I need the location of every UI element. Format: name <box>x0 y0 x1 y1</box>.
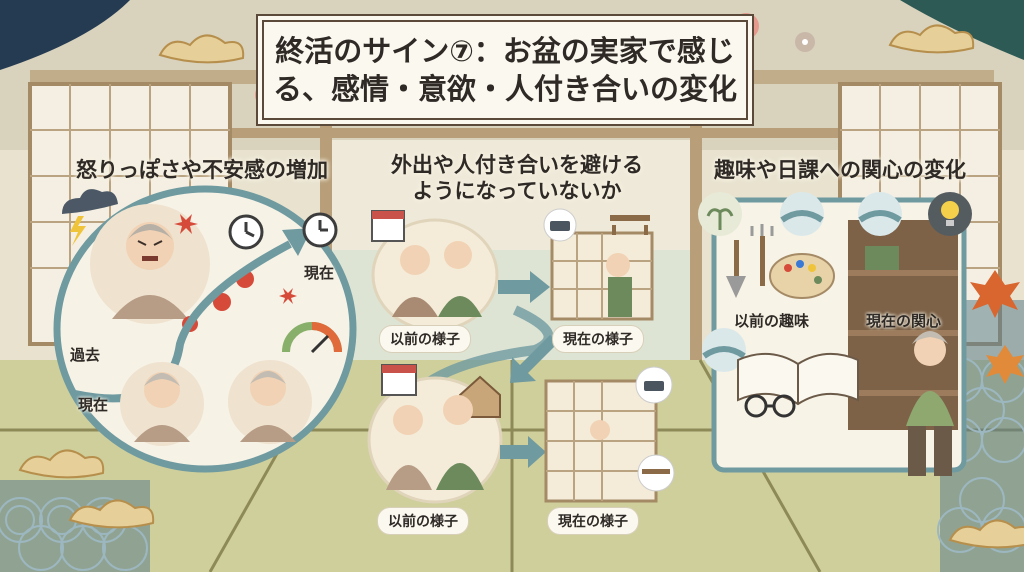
middle-label-now-top: 現在の様子 <box>553 326 643 352</box>
middle-panel-scenes <box>367 208 675 504</box>
angry-elder-illustration <box>90 204 210 324</box>
river-icon <box>858 192 902 236</box>
bench-icon <box>637 454 675 492</box>
lightbulb-icon <box>928 192 972 236</box>
middle-label-now-bottom: 現在の様子 <box>548 508 638 534</box>
title-line-1: 終活のサイン⑦：お盆の実家で感じ <box>275 34 735 68</box>
calendar-icon <box>371 210 405 242</box>
wilted-plant-icon <box>698 192 742 236</box>
corner-dark-left <box>0 0 130 70</box>
worried-elder-illustration <box>120 360 312 446</box>
right-panel-scene <box>698 192 972 476</box>
middle-heading-line-2: ようになっていないか <box>412 179 622 203</box>
left-label-now-top: 現在 <box>304 264 335 282</box>
open-book-icon <box>737 352 859 406</box>
clock-icon <box>302 212 338 248</box>
middle-label-before-bottom: 以前の様子 <box>378 508 468 534</box>
before-scene-top <box>371 218 499 332</box>
river-icon <box>702 328 746 372</box>
now-scene-top <box>550 231 654 321</box>
arrow-right-top <box>498 271 550 303</box>
river-icon <box>780 192 824 236</box>
right-label-current-interest: 現在の関心 <box>866 312 942 330</box>
middle-label-before-top: 以前の様子 <box>380 326 470 352</box>
paint-palette-icon <box>769 253 835 299</box>
arrow-diagonal <box>510 335 558 383</box>
glasses-icon <box>744 394 796 418</box>
gauge-icon <box>282 322 342 354</box>
right-label-past-hobby: 以前の趣味 <box>734 312 810 330</box>
garden-tools-icon <box>726 224 774 298</box>
title-line-2: る、感情・意欲・人付き合いの変化 <box>272 72 737 106</box>
storm-cloud-icon <box>62 189 118 246</box>
bench-icon <box>610 215 650 235</box>
middle-panel-heading: 外出や人付き合いを避ける ようになっていないか <box>372 152 662 204</box>
title-box: 終活のサイン⑦：お盆の実家で感じ る、感情・意欲・人付き合いの変化 <box>262 20 748 120</box>
right-panel-heading: 趣味や日課への関心の変化 <box>714 158 966 182</box>
left-label-now-bottom: 現在 <box>78 396 109 414</box>
before-scene-bottom <box>367 375 503 504</box>
cloud-decoration <box>18 24 1024 549</box>
maple-leaf-decoration <box>970 270 1024 384</box>
now-scene-bottom <box>544 379 658 503</box>
telephone-icon <box>635 366 673 404</box>
seated-elder-illustration <box>906 331 954 476</box>
stopwatch-icon <box>228 214 264 250</box>
left-label-past: 過去 <box>70 346 101 364</box>
calendar-icon <box>381 364 417 396</box>
arrow-right-bottom <box>500 436 546 468</box>
corner-dark-right <box>900 0 1024 60</box>
left-panel-circle <box>53 185 357 473</box>
middle-heading-line-1: 外出や人付き合いを避ける <box>391 153 643 177</box>
telephone-icon <box>543 208 577 242</box>
left-panel-heading: 怒りっぽさや不安感の増加 <box>76 158 328 182</box>
